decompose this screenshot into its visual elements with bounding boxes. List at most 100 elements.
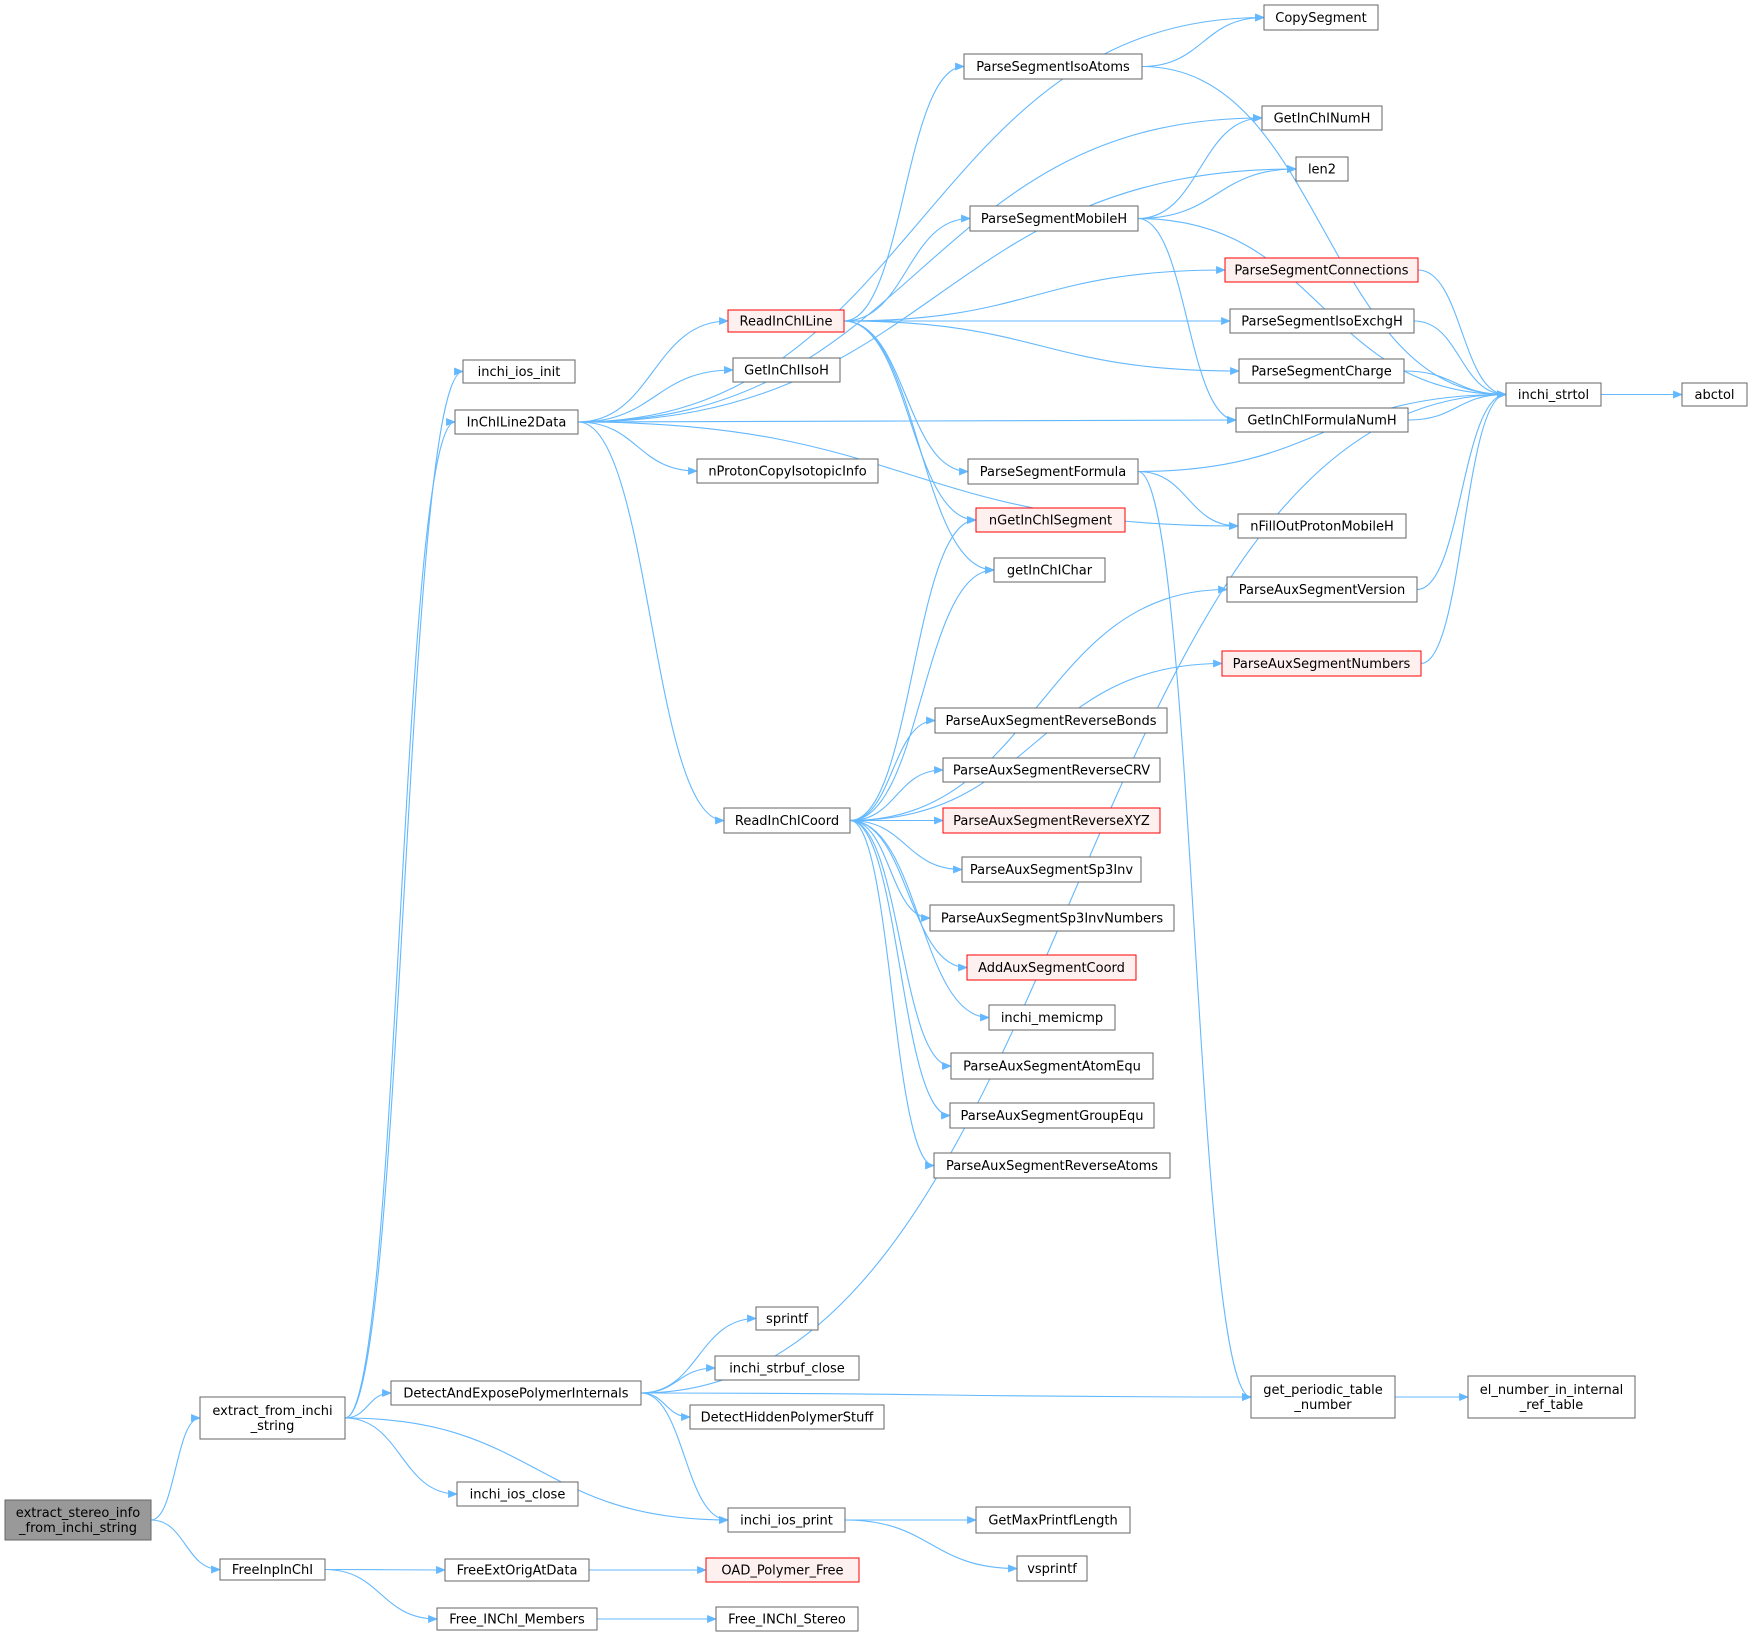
node-box-GetInChINumH [1261,105,1383,131]
node-FreeInpInChI[interactable]: FreeInpInChI [219,1558,326,1581]
node-box-ParseSegmentMobileH [969,205,1139,232]
node-OAD_Polymer_Free[interactable]: OAD_Polymer_Free [705,1557,860,1583]
node-box-ParseSegmentFormula [967,458,1139,485]
node-inchi_strbuf_close[interactable]: inchi_strbuf_close [714,1355,860,1381]
node-getInChIChar[interactable]: getInChIChar [993,557,1106,583]
edge-ReadInChICoord-to-ParseAuxSegmentSp3Inv [849,819,963,874]
node-Free_INChI_Stereo[interactable]: Free_INChI_Stereo [715,1606,859,1632]
node-inchi_ios_print[interactable]: inchi_ios_print [727,1507,846,1533]
node-ParseSegmentConnections[interactable]: ParseSegmentConnections [1224,257,1419,283]
node-label-inchi_memicmp-0: inchi_memicmp [1001,1011,1103,1026]
edge-InChILine2Data-to-nFillOutProtonMobileH [577,421,1239,530]
node-ParseAuxSegmentNumbers[interactable]: ParseAuxSegmentNumbers [1221,650,1422,677]
node-ParseSegmentIsoExchgH[interactable]: ParseSegmentIsoExchgH [1229,308,1415,334]
node-sprintf[interactable]: sprintf [755,1306,819,1331]
edge-ParseSegmentFormula-to-get_periodic_table_number [1137,470,1252,1401]
node-ParseSegmentFormula[interactable]: ParseSegmentFormula [967,458,1139,485]
node-nFillOutProtonMobileH[interactable]: nFillOutProtonMobileH [1237,513,1407,539]
node-inchi_ios_close[interactable]: inchi_ios_close [456,1481,579,1507]
node-extract_from_inchi_string[interactable]: extract_from_inchi_string [199,1396,346,1440]
node-ParseSegmentIsoAtoms[interactable]: ParseSegmentIsoAtoms [963,53,1143,80]
edge-ReadInChICoord-to-ParseAuxSegmentSp3InvNumbers [849,819,931,922]
node-DetectHiddenPolymerStuff[interactable]: DetectHiddenPolymerStuff [689,1404,885,1430]
node-ReadInChICoord[interactable]: ReadInChICoord [723,807,851,834]
node-label-extract_from_inchi_string-0: extract_from_inchi [212,1404,332,1419]
node-box-get_periodic_table_number [1250,1375,1396,1419]
edge-ParseSegmentFormula-to-inchi_strtol [1137,390,1507,473]
node-GetInChINumH[interactable]: GetInChINumH [1261,105,1383,131]
node-inchi_ios_init[interactable]: inchi_ios_init [462,359,576,384]
node-inchi_memicmp[interactable]: inchi_memicmp [988,1004,1116,1031]
node-DetectAndExposePolymerInternals[interactable]: DetectAndExposePolymerInternals [390,1380,642,1406]
edge-ReadInChILine-to-ParseSegmentIsoAtoms [843,62,965,322]
node-label-inchi_ios_init-0: inchi_ios_init [478,365,561,380]
node-box-extract_from_inchi_string [199,1396,346,1440]
node-AddAuxSegmentCoord[interactable]: AddAuxSegmentCoord [966,954,1137,981]
node-box-ParseAuxSegmentReverseBonds [934,707,1168,734]
node-box-GetInChIFormulaNumH [1235,407,1409,433]
node-nGetInChISegment[interactable]: nGetInChISegment [975,507,1126,533]
node-inchi_strtol[interactable]: inchi_strtol [1505,382,1602,407]
node-ParseSegmentMobileH[interactable]: ParseSegmentMobileH [969,205,1139,232]
node-get_periodic_table_number[interactable]: get_periodic_table_number [1250,1375,1396,1419]
node-ParseAuxSegmentReverseAtoms[interactable]: ParseAuxSegmentReverseAtoms [933,1152,1171,1179]
edge-InChILine2Data-to-CopySegment [577,13,1265,423]
node-box-ParseAuxSegmentSp3Inv [961,856,1142,883]
node-label-ParseAuxSegmentVersion-0: ParseAuxSegmentVersion [1239,583,1405,598]
node-box-ParseAuxSegmentAtomEqu [950,1052,1154,1080]
node-ReadInChILine[interactable]: ReadInChILine [727,309,845,333]
node-ParseSegmentCharge[interactable]: ParseSegmentCharge [1238,358,1405,384]
edge-extract_from_inchi_string-to-DetectAndExposePolymerInternals [344,1389,392,1419]
node-label-ParseAuxSegmentNumbers-0: ParseAuxSegmentNumbers [1233,657,1411,672]
node-box-ParseAuxSegmentNumbers [1221,650,1422,677]
node-Free_INChI_Members[interactable]: Free_INChI_Members [436,1607,598,1631]
node-InChILine2Data[interactable]: InChILine2Data [454,409,579,435]
node-label-nGetInChISegment-0: nGetInChISegment [989,514,1112,529]
edge-root-to-extract_from_inchi_string [150,1414,201,1521]
node-el_number_in_internal_ref_table[interactable]: el_number_in_internal_ref_table [1467,1375,1636,1419]
node-ParseAuxSegmentReverseCRV[interactable]: ParseAuxSegmentReverseCRV [942,757,1161,783]
node-vsprintf[interactable]: vsprintf [1016,1555,1088,1582]
node-CopySegment[interactable]: CopySegment [1263,4,1379,31]
node-box-inchi_strtol [1505,382,1602,407]
edge-ReadInChICoord-to-ParseAuxSegmentVersion [849,585,1228,822]
node-label-inchi_strtol-0: inchi_strtol [1518,388,1589,403]
node-nProtonCopyIsotopicInfo[interactable]: nProtonCopyIsotopicInfo [696,458,879,484]
edge-root-to-FreeInpInChI [150,1519,221,1574]
node-GetMaxPrintfLength[interactable]: GetMaxPrintfLength [975,1506,1131,1534]
edge-ParseSegmentMobileH-to-GetInChINumH [1137,114,1263,220]
edge-inchi_ios_print-to-vsprintf [844,1519,1018,1573]
edge-FreeInpInChI-to-Free_INChI_Members [324,1568,438,1623]
node-label-ParseSegmentIsoExchgH-0: ParseSegmentIsoExchgH [1241,315,1403,330]
edge-DetectAndExposePolymerInternals-to-inchi_strbuf_close [640,1364,716,1394]
node-ParseAuxSegmentAtomEqu[interactable]: ParseAuxSegmentAtomEqu [950,1052,1154,1080]
edge-DetectAndExposePolymerInternals-to-get_periodic_table_number [640,1392,1252,1401]
edge-ReadInChICoord-to-getInChIChar [849,566,995,822]
node-ParseAuxSegmentSp3InvNumbers[interactable]: ParseAuxSegmentSp3InvNumbers [929,904,1175,932]
node-GetInChIFormulaNumH[interactable]: GetInChIFormulaNumH [1235,407,1409,433]
node-label-ParseAuxSegmentReverseXYZ-0: ParseAuxSegmentReverseXYZ [953,814,1150,829]
node-ParseAuxSegmentReverseXYZ[interactable]: ParseAuxSegmentReverseXYZ [942,807,1161,834]
node-FreeExtOrigAtData[interactable]: FreeExtOrigAtData [444,1558,590,1582]
node-abctol[interactable]: abctol [1681,382,1748,407]
node-label-InChILine2Data-0: InChILine2Data [467,416,567,431]
node-box-inchi_strbuf_close [714,1355,860,1381]
node-label-getInChIChar-0: getInChIChar [1007,564,1093,579]
node-label-get_periodic_table_number-1: _number [1293,1398,1352,1413]
node-ParseAuxSegmentVersion[interactable]: ParseAuxSegmentVersion [1226,576,1418,603]
node-ParseAuxSegmentGroupEqu[interactable]: ParseAuxSegmentGroupEqu [949,1102,1155,1129]
node-box-FreeExtOrigAtData [444,1558,590,1582]
edge-ReadInChILine-to-ParseSegmentFormula [843,320,969,476]
node-label-ParseAuxSegmentReverseCRV-0: ParseAuxSegmentReverseCRV [953,764,1150,779]
node-box-Free_INChI_Stereo [715,1606,859,1632]
node-root[interactable]: extract_stereo_info_from_inchi_string [4,1499,152,1541]
node-len2[interactable]: len2 [1295,156,1349,182]
node-label-root-0: extract_stereo_info [16,1506,140,1521]
node-GetInChIIsoH[interactable]: GetInChIIsoH [732,357,841,383]
node-ParseAuxSegmentReverseBonds[interactable]: ParseAuxSegmentReverseBonds [934,707,1168,734]
node-label-ParseAuxSegmentReverseBonds-0: ParseAuxSegmentReverseBonds [945,714,1156,729]
node-label-GetInChINumH-0: GetInChINumH [1274,112,1371,127]
node-ParseAuxSegmentSp3Inv[interactable]: ParseAuxSegmentSp3Inv [961,856,1142,883]
node-label-GetInChIFormulaNumH-0: GetInChIFormulaNumH [1247,414,1396,429]
